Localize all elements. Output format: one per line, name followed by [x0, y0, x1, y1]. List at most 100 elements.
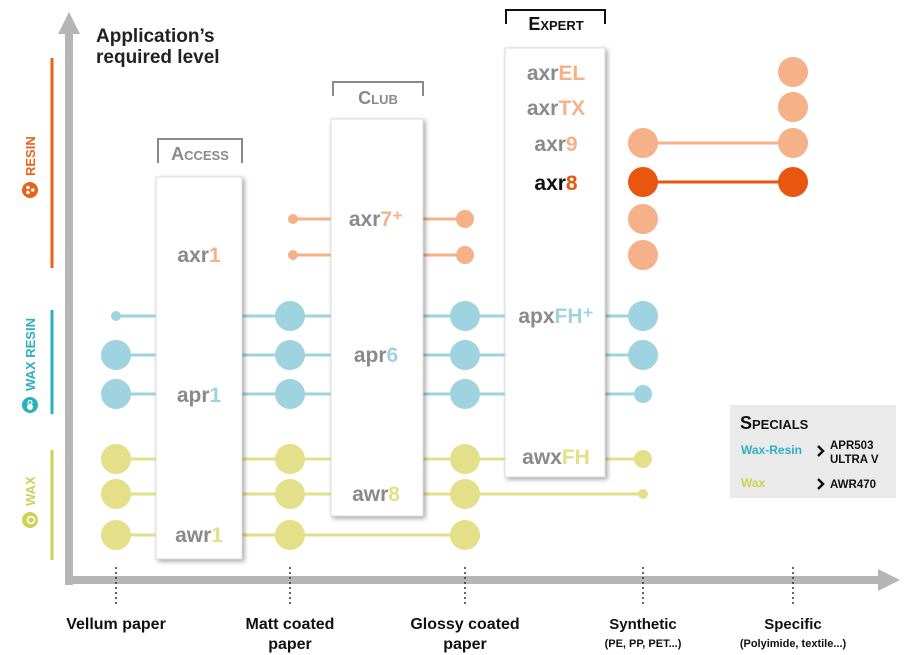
product-prefix: awx: [522, 446, 562, 469]
club-level-label: Club: [358, 88, 398, 108]
compatibility-dot: [275, 379, 305, 409]
access-bracket: [157, 138, 243, 163]
compatibility-dot: [275, 479, 305, 509]
specials-wax-value: AWR470: [830, 479, 876, 491]
specials-box: [730, 405, 896, 498]
product-suffix: 1: [210, 384, 222, 407]
product-suffix: FH: [562, 446, 590, 469]
product-prefix: apr: [177, 384, 210, 407]
compatibility-dot: [638, 489, 648, 499]
compatibility-dot: [275, 444, 305, 474]
compatibility-dot: [101, 379, 131, 409]
wax-resin-label: WAX RESIN: [23, 318, 38, 391]
chevron-right-icon: [817, 445, 825, 457]
product-prefix: apx: [518, 305, 555, 328]
y-axis-title: Application’s required level: [96, 26, 220, 68]
compatibility-dot: [288, 250, 298, 260]
specials-wax-resin-value: APR503 ULTRA V: [830, 440, 879, 466]
product-suffix: 6: [387, 344, 399, 367]
access-box: [155, 176, 243, 560]
product-axrtx: axrTX: [527, 97, 585, 120]
wax-family-label: WAX: [22, 476, 38, 528]
compatibility-dot: [778, 57, 808, 87]
compatibility-dot: [628, 204, 658, 234]
product-suffix: TX: [558, 97, 585, 120]
compatibility-dot: [456, 210, 474, 228]
y-axis-arrowhead: [58, 12, 80, 34]
expert-level-label: Expert: [528, 14, 583, 34]
product-awr8: awr8: [352, 483, 400, 506]
specials-wax-resin-label: Wax-Resin: [741, 443, 802, 457]
compatibility-dots: [101, 57, 808, 550]
product-suffix: 1: [209, 244, 221, 267]
media-label-matt: paper: [268, 636, 312, 653]
media-label-glossy: Glossy coated: [410, 616, 519, 633]
compatibility-dot: [634, 450, 652, 468]
product-prefix: apr: [354, 344, 387, 367]
product-prefix: axr: [527, 62, 559, 85]
compatibility-dot: [778, 167, 808, 197]
compatibility-dot: [275, 520, 305, 550]
product-prefix: axr: [534, 133, 566, 156]
compatibility-dot: [628, 301, 658, 331]
club-box: [330, 118, 424, 517]
product-suffix: 1: [211, 524, 223, 547]
product-prefix: axr: [527, 97, 559, 120]
product-prefix: axr: [534, 172, 566, 195]
media-label-specific: Specific: [764, 616, 822, 633]
x-axis-arrowhead: [878, 569, 900, 591]
compatibility-dot: [275, 340, 305, 370]
product-axr8: axr8: [534, 172, 578, 195]
wax-icon: [22, 512, 38, 528]
product-suffix: 9: [566, 133, 578, 156]
compatibility-dot: [634, 385, 652, 403]
compatibility-dot: [450, 379, 480, 409]
compatibility-dot: [778, 128, 808, 158]
expert-box: [504, 47, 606, 478]
product-suffix: 7⁺: [380, 208, 403, 231]
product-apxfh: apxFH⁺: [518, 305, 593, 328]
compatibility-dot: [628, 240, 658, 270]
access-level-label: Access: [171, 144, 229, 164]
compatibility-dot: [275, 301, 305, 331]
resin-icon: [22, 182, 38, 198]
media-sublabel-specific: (Polyimide, textile...): [740, 638, 847, 650]
product-apr6: apr6: [354, 344, 398, 367]
media-label-vellum: Vellum paper: [66, 616, 166, 633]
product-names: axr1apr1awr1axr7⁺apr6awr8axrELaxrTXaxr9a…: [175, 62, 594, 547]
product-prefix: axr: [349, 208, 381, 231]
specials-wax-label: Wax: [741, 476, 766, 490]
media-axis: Vellum paper Matt coated paper Glossy coate…: [66, 567, 847, 653]
expert-bracket: [505, 9, 606, 24]
compatibility-dot: [628, 340, 658, 370]
compatibility-dot: [101, 479, 131, 509]
specials-title: Specials: [740, 413, 809, 433]
compatibility-dot: [456, 246, 474, 264]
product-axr7: axr7⁺: [349, 208, 403, 231]
chevron-right-icon: [817, 478, 825, 490]
specials-wax-resin-value-1: APR503: [830, 440, 873, 452]
product-axr9: axr9: [534, 133, 577, 156]
compatibility-dot: [101, 340, 131, 370]
compatibility-dot: [101, 520, 131, 550]
product-suffix: 8: [566, 172, 578, 195]
compatibility-dot: [111, 311, 121, 321]
compatibility-dot: [628, 128, 658, 158]
y-axis-title-line-2: required level: [96, 47, 220, 68]
media-label-glossy: paper: [443, 636, 487, 653]
product-prefix: axr: [177, 244, 209, 267]
product-awr1: awr1: [175, 524, 223, 547]
product-suffix: FH⁺: [555, 305, 594, 328]
wax-label: WAX: [23, 476, 38, 506]
product-suffix: EL: [558, 62, 585, 85]
club-bracket: [332, 81, 424, 96]
product-awxfh: awxFH: [522, 446, 590, 469]
resin-label: RESIN: [23, 136, 38, 176]
compatibility-dot: [101, 444, 131, 474]
compatibility-dot: [778, 92, 808, 122]
compatibility-dot: [450, 444, 480, 474]
media-label-matt: Matt coated: [246, 616, 335, 633]
media-label-synthetic: Synthetic: [609, 616, 677, 633]
product-suffix: 8: [388, 483, 400, 506]
